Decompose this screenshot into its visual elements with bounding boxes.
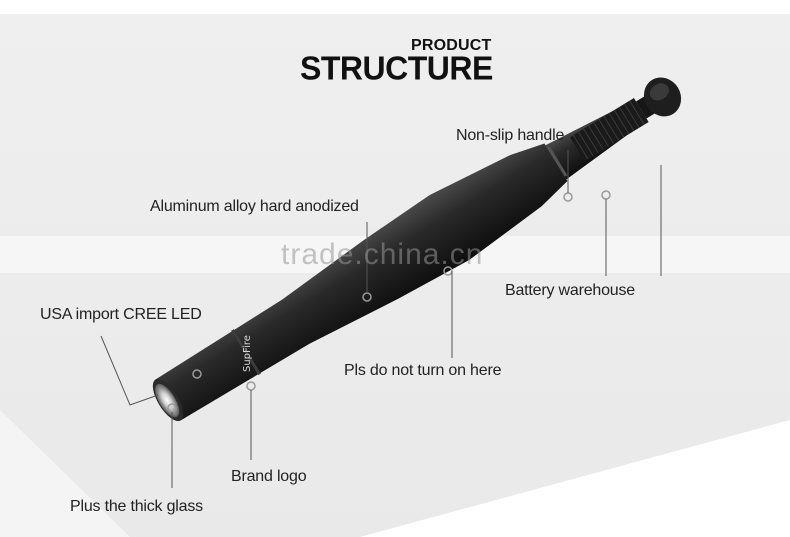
top-strip: [0, 0, 790, 14]
label-battery-warehouse: Battery warehouse: [505, 282, 636, 299]
dot-battery: [601, 190, 611, 200]
tail-neck: [635, 95, 657, 119]
label-non-slip-handle: Non-slip handle: [456, 127, 565, 144]
head-ring: [231, 329, 261, 376]
label-thick-glass: Plus the thick glass: [70, 498, 203, 515]
handle-ring: [547, 146, 568, 177]
flashlight-body: [152, 77, 682, 422]
dot-led: [192, 369, 202, 379]
label-brand-logo: Brand logo: [231, 468, 307, 485]
lens: [155, 383, 180, 418]
title-product: PRODUCT: [411, 37, 492, 54]
title-structure: STRUCTURE: [300, 49, 493, 87]
tube-body: [155, 143, 568, 421]
brand-mark-text: SupFire: [242, 335, 253, 372]
grip-lines: [572, 100, 645, 160]
leader-lines: [100, 150, 662, 488]
bottom-white-wedge: [0, 420, 790, 537]
line-led: [100, 335, 159, 406]
dot-handle: [563, 192, 573, 202]
tail-knob-highlight: [649, 83, 669, 101]
bottom-left-wedge: [0, 410, 130, 537]
label-cree-led: USA import CREE LED: [40, 306, 202, 323]
dot-brand: [246, 381, 256, 391]
label-do-not-turn: Pls do not turn on here: [344, 362, 502, 379]
grip-knurl: [569, 98, 649, 162]
watermark: trade.china.cn: [281, 238, 484, 271]
label-aluminum-alloy: Aluminum alloy hard anodized: [150, 198, 359, 215]
